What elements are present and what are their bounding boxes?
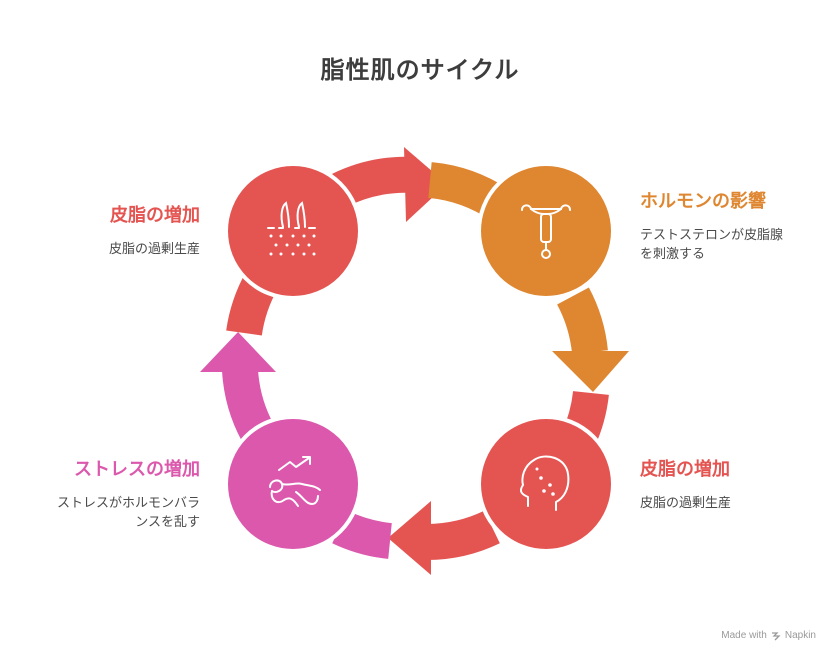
step-heading-top-right: ホルモンの影響 bbox=[640, 191, 766, 212]
made-with-napkin[interactable]: Made with Napkin bbox=[721, 630, 816, 641]
step-desc-bottom-left: ストレスがホルモンバラ ンスを乱す bbox=[56, 496, 200, 530]
arc-top bbox=[332, 156, 417, 207]
arc-bottom-left bbox=[332, 510, 393, 559]
arrow-head-right bbox=[552, 351, 629, 392]
step-circle-bottom-right bbox=[477, 415, 615, 553]
footer-text: Made with bbox=[721, 630, 767, 641]
napkin-logo-icon bbox=[771, 631, 781, 640]
step-desc-top-left: 皮脂の過剰生産 bbox=[108, 242, 200, 257]
step-desc-bottom-right: 皮脂の過剰生産 bbox=[640, 496, 732, 511]
footer-brand: Napkin bbox=[784, 630, 816, 641]
arrow-head-top bbox=[404, 147, 447, 222]
arrow-head-left bbox=[200, 332, 276, 372]
page-title: 脂性肌のサイクル bbox=[320, 56, 520, 84]
step-desc-top-right: テストステロンが皮脂腺 を刺激する bbox=[640, 228, 784, 262]
arc-bottom bbox=[426, 510, 500, 560]
step-circle-top-right bbox=[477, 162, 615, 300]
hormone-icon bbox=[521, 204, 571, 259]
step-heading-top-left: 皮脂の増加 bbox=[110, 205, 200, 226]
step-circle-top-left bbox=[224, 162, 362, 300]
arc-right bbox=[556, 287, 608, 355]
step-heading-bottom-right: 皮脂の増加 bbox=[640, 459, 730, 480]
step-heading-bottom-left: ストレスの増加 bbox=[74, 459, 200, 480]
stress-icon bbox=[269, 456, 321, 507]
face-acne-icon bbox=[519, 455, 570, 511]
arrow-head-bottom bbox=[388, 501, 431, 575]
hair-follicle-icon bbox=[267, 201, 316, 256]
